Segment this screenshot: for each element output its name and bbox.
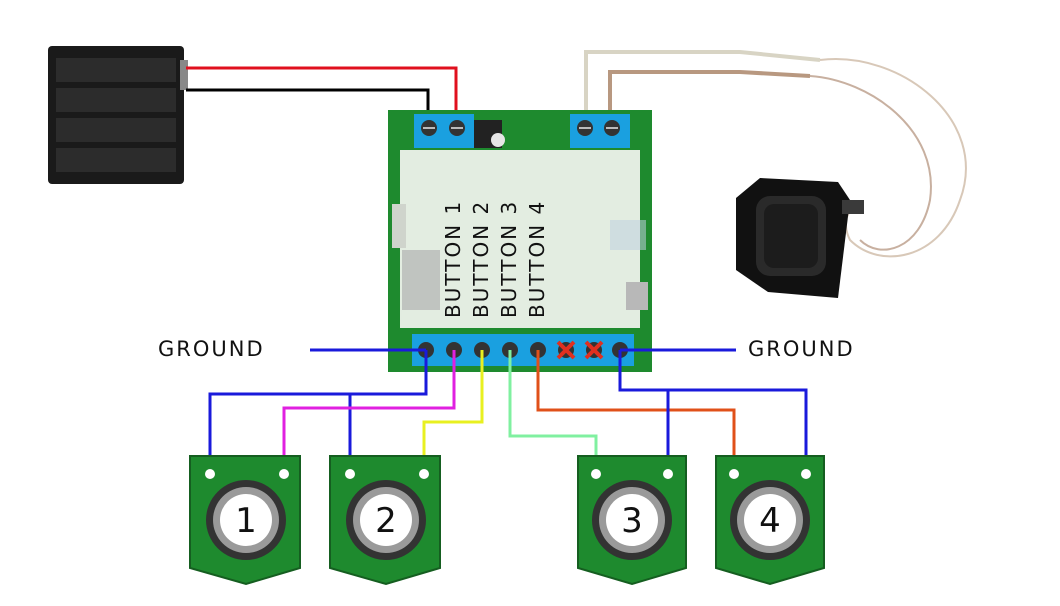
button-4-label: BUTTON 4 — [525, 200, 549, 318]
button-2-signal-wire — [422, 350, 484, 474]
speaker-terminal-block — [570, 114, 630, 148]
push-button-3: 3 — [577, 455, 687, 586]
push-button-1: 1 — [189, 455, 301, 586]
push-button-2: 2 — [329, 455, 441, 586]
ground-label-right: GROUND — [748, 337, 855, 361]
button-1-label: BUTTON 1 — [441, 200, 465, 318]
button-2-number: 2 — [375, 501, 397, 541]
button-3-label: BUTTON 3 — [497, 200, 521, 318]
push-button-4: 4 — [715, 455, 825, 586]
speaker — [736, 178, 864, 298]
speaker-wire-loop-2 — [809, 75, 932, 251]
button-1-signal-wire — [282, 350, 456, 474]
input-terminal-strip — [412, 334, 634, 366]
button-4-signal-wire — [536, 350, 736, 474]
ground-wire-buttons-3-4 — [618, 350, 808, 474]
sound-module-pcb — [388, 110, 652, 372]
button-2-label: BUTTON 2 — [469, 200, 493, 318]
power-terminal-block — [414, 114, 474, 148]
speaker-wire-light — [584, 50, 821, 128]
ground-wire-buttons-1-2 — [208, 350, 428, 474]
button-4-number: 4 — [759, 501, 781, 541]
button-1-number: 1 — [235, 501, 257, 541]
button-3-number: 3 — [621, 501, 643, 541]
unused-terminal-mark-2 — [584, 340, 604, 360]
speaker-wire-dark — [608, 70, 811, 128]
battery-holder — [48, 46, 188, 184]
power-positive-wire — [186, 66, 458, 128]
ground-label-left: GROUND — [158, 337, 265, 361]
unused-terminal-mark-1 — [556, 340, 576, 360]
